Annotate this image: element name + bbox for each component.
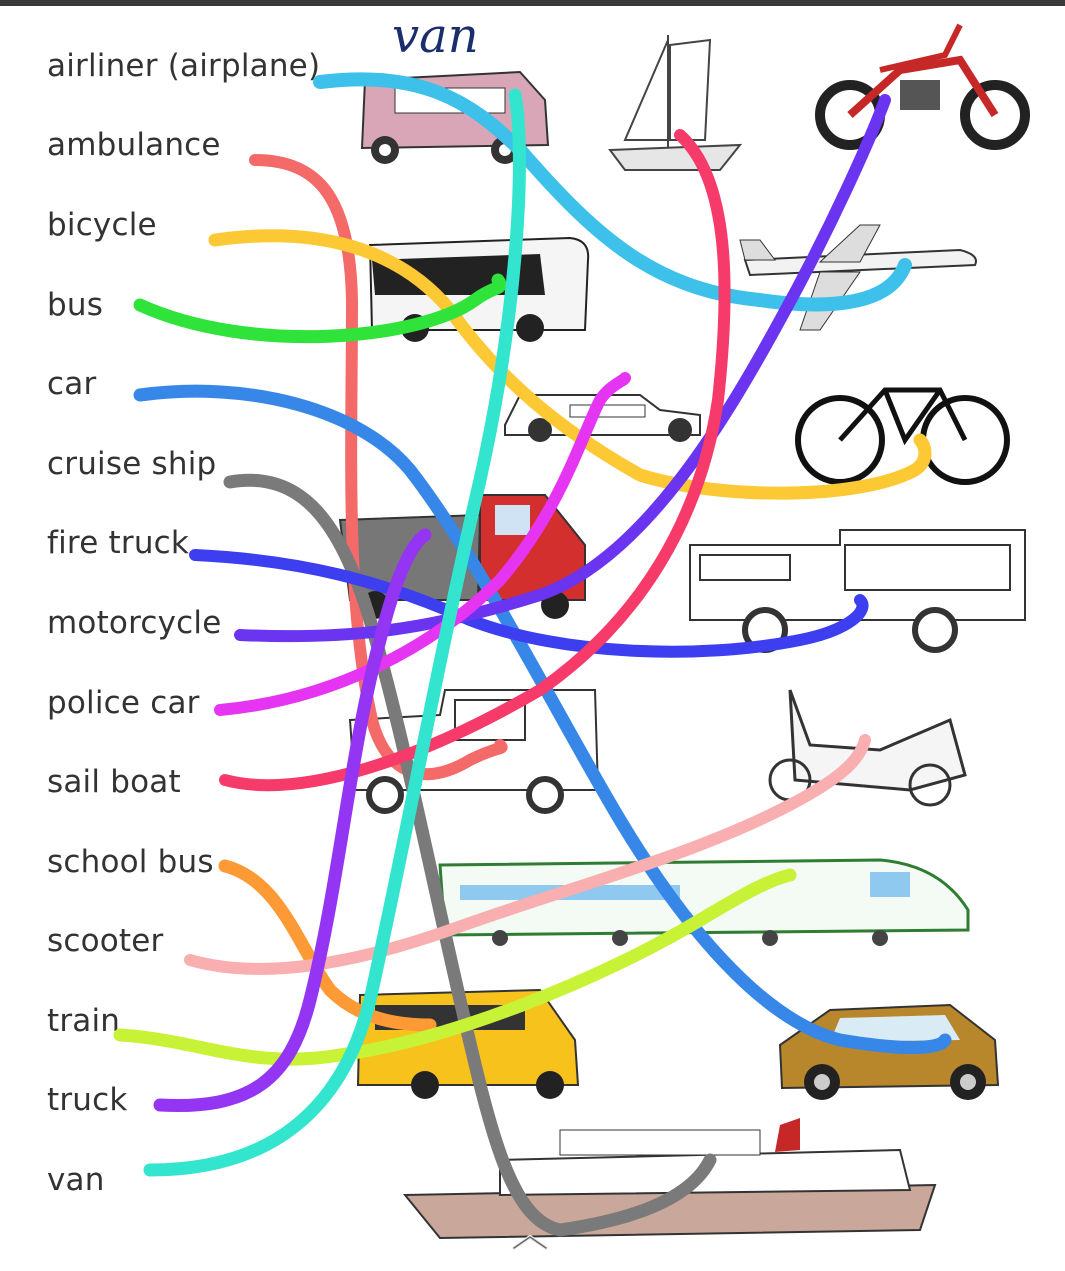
word-truck: truck bbox=[47, 1082, 128, 1118]
line-truck bbox=[153, 528, 432, 1113]
word-train: train bbox=[47, 1003, 121, 1039]
chevron-up-icon[interactable] bbox=[510, 1232, 550, 1252]
word-school-bus: school bus bbox=[47, 844, 214, 880]
line-bicycle bbox=[208, 229, 932, 500]
word-airliner: airliner (airplane) bbox=[47, 48, 321, 84]
scooter-picture bbox=[768, 689, 967, 807]
line-ambulance bbox=[249, 154, 508, 781]
word-sail-boat: sail boat bbox=[47, 764, 181, 800]
line-van bbox=[143, 88, 526, 1177]
word-car: car bbox=[47, 366, 97, 402]
word-bus: bus bbox=[47, 287, 104, 323]
word-fire-truck: fire truck bbox=[47, 525, 190, 561]
line-train bbox=[113, 868, 797, 1066]
word-bicycle: bicycle bbox=[47, 207, 157, 243]
line-police-car bbox=[214, 372, 631, 716]
line-bus bbox=[133, 273, 507, 344]
fire-truck-picture bbox=[689, 529, 1026, 653]
word-police-car: police car bbox=[47, 685, 200, 721]
train-picture bbox=[438, 858, 970, 946]
word-motorcycle: motorcycle bbox=[47, 605, 222, 641]
word-scooter: scooter bbox=[47, 923, 164, 959]
line-fire-truck bbox=[189, 549, 869, 658]
line-car bbox=[133, 384, 952, 1054]
line-motorcycle bbox=[234, 94, 891, 643]
line-cruise-ship bbox=[223, 473, 717, 1237]
word-van: van bbox=[47, 1162, 105, 1198]
word-ambulance: ambulance bbox=[47, 127, 221, 163]
word-cruise-ship: cruise ship bbox=[47, 446, 217, 482]
line-airliner bbox=[313, 72, 912, 312]
top-bar bbox=[0, 0, 1065, 6]
handwritten-answer-van: van bbox=[392, 8, 479, 64]
line-scooter bbox=[184, 734, 871, 975]
line-sail-boat bbox=[219, 129, 731, 792]
line-school-bus bbox=[218, 859, 437, 1032]
